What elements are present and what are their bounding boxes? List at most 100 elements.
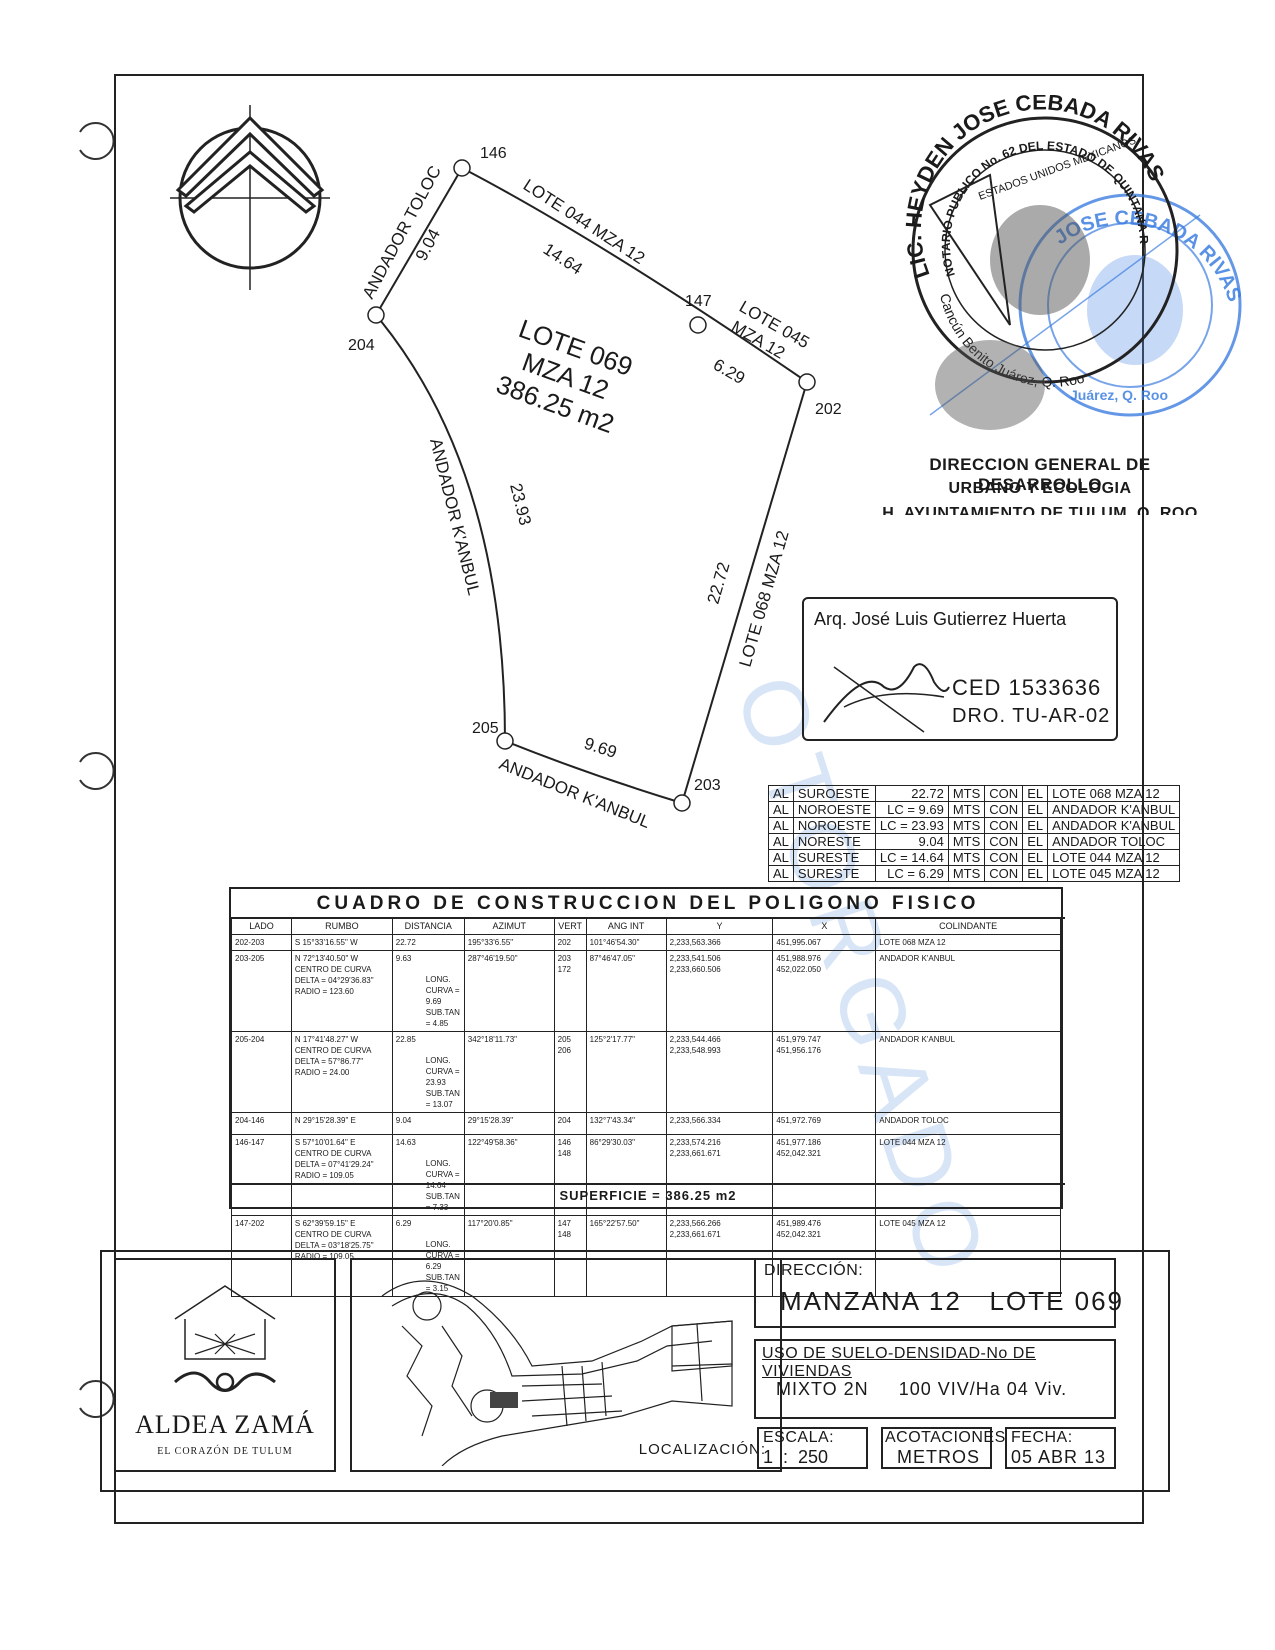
construction-cell-line: 22.85 — [395, 1035, 416, 1044]
colindancia-cell: SUROESTE — [792, 785, 876, 802]
construction-header-cell: LADO — [231, 917, 292, 935]
construction-cell-text: LOTE 068 MZA 12 — [879, 938, 946, 947]
colindancia-cell: MTS — [947, 865, 986, 882]
direccion-box: DIRECCIÓN: MANZANA 12 LOTE 069 — [754, 1258, 1122, 1328]
edge-146-202 — [461, 167, 808, 383]
colindancia-cell: MTS — [947, 849, 986, 866]
direction-line-2: URBANO Y ECOLOGIA — [948, 480, 1132, 497]
acotaciones-box: ACOTACIONES METROS — [881, 1427, 1005, 1469]
direccion-value: MANZANA 12 LOTE 069 — [780, 1286, 1125, 1316]
colindancia-cell: AL — [768, 865, 794, 882]
colindancia-cell: LC = 6.29 — [874, 865, 949, 882]
construction-cell-text: 287°46'19.50" — [467, 954, 518, 963]
construction-cell-line: 451,972.769 — [776, 1116, 821, 1125]
construction-cell-text: 204-146 — [235, 1116, 265, 1125]
construction-cell-ang: 132°7'43.34" — [585, 1112, 667, 1135]
vertex-204 — [367, 306, 385, 324]
construction-cell-line: 2,233,660.506 — [669, 965, 721, 974]
second-emblem-icon — [935, 340, 1045, 430]
construction-cell-text: 86°29'30.03" — [589, 1138, 636, 1147]
construction-table: CUADRO DE CONSTRUCCION DEL POLIGONO FISI… — [229, 887, 1065, 1297]
colindancia-cell: EL — [1022, 833, 1049, 850]
vertex-label-202: 202 — [815, 401, 842, 418]
hole-mark-3 — [79, 1380, 115, 1418]
construction-cell-line: 2,233,548.993 — [669, 1046, 721, 1055]
colindancia-cell: SURESTE — [792, 849, 876, 866]
construction-cell-lado: 202-203 — [231, 934, 292, 951]
colindancia-cell: ANDADOR TOLOC — [1047, 833, 1181, 850]
vertex-205 — [496, 732, 514, 750]
construction-cell-x: 451,972.769 — [772, 1112, 877, 1135]
construction-cell-line: 452,042.321 — [776, 1230, 821, 1239]
construction-cell-lado: 205-204 — [231, 1031, 292, 1113]
construction-cell-ang: 86°29'30.03" — [585, 1134, 667, 1216]
construction-cell-text: ANDADOR K'ANBUL — [879, 1035, 956, 1044]
construction-cell-line: 204 — [557, 1116, 572, 1125]
construction-cell-line: RADIO = 109.05 — [294, 1171, 354, 1180]
construction-cell-lado: 147-202 — [231, 1215, 292, 1297]
construction-cell-text: 117°20'0.85" — [467, 1219, 513, 1228]
construction-cell-distancia: 22.72 — [391, 934, 465, 951]
construction-cell-text: 87°46'47.05" — [589, 954, 636, 963]
construction-cell-ang: 87°46'47.05" — [585, 950, 667, 1032]
construction-cell-line: N 29°15'28.39" E — [294, 1116, 356, 1125]
construction-cell-text: 205-204 — [235, 1035, 265, 1044]
construction-table-title: CUADRO DE CONSTRUCCION DEL POLIGONO FISI… — [231, 889, 1065, 919]
localizacion-label: LOCALIZACIÓN: — [638, 1441, 766, 1458]
construction-cell-text: ANDADOR K'ANBUL — [879, 954, 956, 963]
construction-cell-text: 203-205 — [235, 954, 265, 963]
construction-cell-line: 147 — [557, 1219, 572, 1228]
vertex-146 — [453, 159, 471, 177]
construction-cell-line: 148 — [557, 1230, 572, 1239]
construction-cell-line: 9.04 — [395, 1116, 412, 1125]
construction-cell-line: 2,233,563.366 — [669, 938, 721, 947]
construction-cell-line: CENTRO DE CURVA — [294, 965, 372, 974]
notary-stamp: JOSE CEBADA RIVAS Juárez, Q. Roo LIC. HE… — [870, 95, 1246, 430]
superficie-total: SUPERFICIE = 386.25 m2 — [231, 1183, 1065, 1207]
colindancia-cell: EL — [1022, 865, 1049, 882]
architect-ced: CED 1533636 — [952, 675, 1102, 700]
architect-name: Arq. José Luis Gutierrez Huerta — [814, 609, 1067, 629]
colindancia-cell: 9.04 — [874, 833, 949, 850]
colindancia-cell: EL — [1022, 785, 1049, 802]
colindancia-cell: ANDADOR K'ANBUL — [1047, 817, 1181, 834]
vertex-147 — [689, 316, 707, 334]
title-block: ALDEA ZAMÁ EL CORAZÓN DE TULUM LOCALIZAC… — [100, 1250, 1170, 1492]
construction-cell-azimut: 287°46'19.50" — [463, 950, 555, 1032]
construction-cell-line: RADIO = 24.00 — [294, 1068, 350, 1077]
construction-cell-line: 205 — [557, 1035, 572, 1044]
architect-stamp: Arq. José Luis Gutierrez Huerta CED 1533… — [802, 597, 1118, 741]
construction-header-cell: COLINDANTE — [875, 917, 1061, 935]
construction-cell-line: CENTRO DE CURVA — [294, 1046, 372, 1055]
construction-cell-line: S 57°10'01.64" E — [294, 1138, 356, 1147]
construction-cell-text: ANDADOR TOLOC — [879, 1116, 949, 1125]
construction-cell-line: N 17°41'48.27" W — [294, 1035, 359, 1044]
construction-cell-text: 122°49'58.36" — [467, 1138, 518, 1147]
construction-cell-line: 452,022.050 — [776, 965, 821, 974]
label-dim-1464: 14.64 — [540, 239, 586, 278]
colindancia-cell: CON — [984, 833, 1024, 850]
colindancia-cell: MTS — [947, 817, 986, 834]
construction-cell-rumbo: N 29°15'28.39" E — [290, 1112, 393, 1135]
construction-cell-text: LOTE 044 MZA 12 — [879, 1138, 946, 1147]
label-dim-629: 6.29 — [710, 355, 748, 388]
construction-cell-azimut: 29°15'28.39" — [463, 1112, 555, 1135]
colindancia-cell: CON — [984, 801, 1024, 818]
construction-cell-line: 2,233,661.671 — [669, 1230, 721, 1239]
logo-panel: ALDEA ZAMÁ EL CORAZÓN DE TULUM — [114, 1258, 336, 1472]
uso-suelo-value: MIXTO 2N 100 VIV/Ha 04 Viv. — [776, 1379, 1068, 1399]
construction-cell-azimut: 117°20'0.85" — [463, 1215, 555, 1297]
lot-location-marker — [490, 1392, 518, 1408]
colindancia-cell: MTS — [947, 785, 986, 802]
construction-cell-y: 2,233,563.366 — [665, 934, 774, 951]
